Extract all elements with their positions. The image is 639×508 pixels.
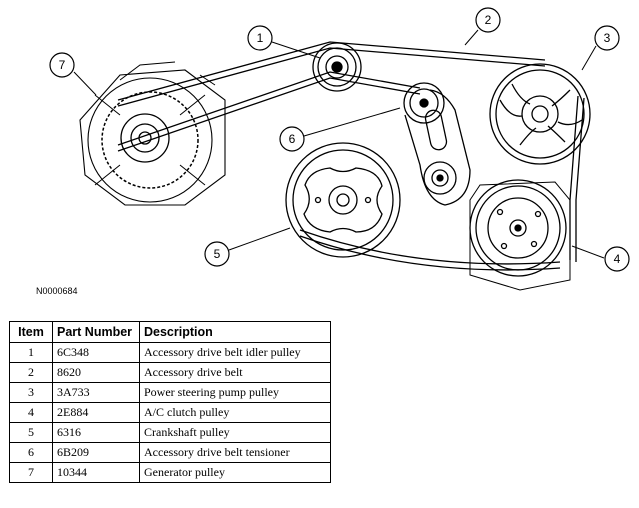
item-cell: 5 <box>9 422 53 443</box>
table-row: 1 6C348 Accessory drive belt idler pulle… <box>9 342 331 363</box>
svg-text:6: 6 <box>289 132 296 146</box>
item-cell: 1 <box>9 342 53 363</box>
table-row: 6 6B209 Accessory drive belt tensioner <box>9 442 331 463</box>
callout-2: 2 <box>475 7 501 33</box>
item-cell: 7 <box>9 462 53 483</box>
svg-text:5: 5 <box>214 247 221 261</box>
part-number-cell: 10344 <box>52 462 140 483</box>
svg-text:7: 7 <box>59 58 66 72</box>
item-cell: 2 <box>9 362 53 383</box>
svg-text:3: 3 <box>604 31 611 45</box>
callout-5: 5 <box>204 241 230 267</box>
description-cell: Crankshaft pulley <box>139 422 331 443</box>
table-row: 3 3A733 Power steering pump pulley <box>9 382 331 403</box>
callout-1: 1 <box>247 25 273 51</box>
svg-text:4: 4 <box>614 252 621 266</box>
svg-text:2: 2 <box>485 13 492 27</box>
item-cell: 3 <box>9 382 53 403</box>
belt-routing-diagram: 1 2 3 4 5 6 7 <box>49 7 630 291</box>
table-row: 5 6316 Crankshaft pulley <box>9 422 331 443</box>
header-item: Item <box>9 321 53 343</box>
part-number-cell: 8620 <box>52 362 140 383</box>
callout-3: 3 <box>594 25 620 51</box>
leader-lines <box>73 29 605 259</box>
generator <box>79 61 226 206</box>
description-cell: A/C clutch pulley <box>139 402 331 423</box>
part-number-cell: 6B209 <box>52 442 140 463</box>
table-row: 2 8620 Accessory drive belt <box>9 362 331 383</box>
description-cell: Generator pulley <box>139 462 331 483</box>
part-number-cell: 3A733 <box>52 382 140 403</box>
part-number-cell: 2E884 <box>52 402 140 423</box>
item-cell: 6 <box>9 442 53 463</box>
figure-id: N0000684 <box>36 286 78 296</box>
idler-pulley <box>312 42 362 92</box>
part-number-cell: 6C348 <box>52 342 140 363</box>
header-description: Description <box>139 321 331 343</box>
callout-7: 7 <box>49 52 75 78</box>
header-part-number: Part Number <box>52 321 140 343</box>
parts-table: Item Part Number Description 1 6C348 Acc… <box>9 321 331 483</box>
ac-clutch-pulley <box>469 179 571 291</box>
power-steering-pulley <box>489 63 591 165</box>
crankshaft-pulley <box>285 142 401 258</box>
description-cell: Accessory drive belt idler pulley <box>139 342 331 363</box>
description-cell: Power steering pump pulley <box>139 382 331 403</box>
svg-text:1: 1 <box>257 31 264 45</box>
tensioner <box>403 82 471 206</box>
description-cell: Accessory drive belt <box>139 362 331 383</box>
item-cell: 4 <box>9 402 53 423</box>
table-row: 4 2E884 A/C clutch pulley <box>9 402 331 423</box>
callout-4: 4 <box>604 246 630 272</box>
table-header-row: Item Part Number Description <box>9 321 331 343</box>
callout-6: 6 <box>279 126 305 152</box>
accessory-drive-belt <box>117 41 585 271</box>
table-row: 7 10344 Generator pulley <box>9 462 331 483</box>
part-number-cell: 6316 <box>52 422 140 443</box>
description-cell: Accessory drive belt tensioner <box>139 442 331 463</box>
